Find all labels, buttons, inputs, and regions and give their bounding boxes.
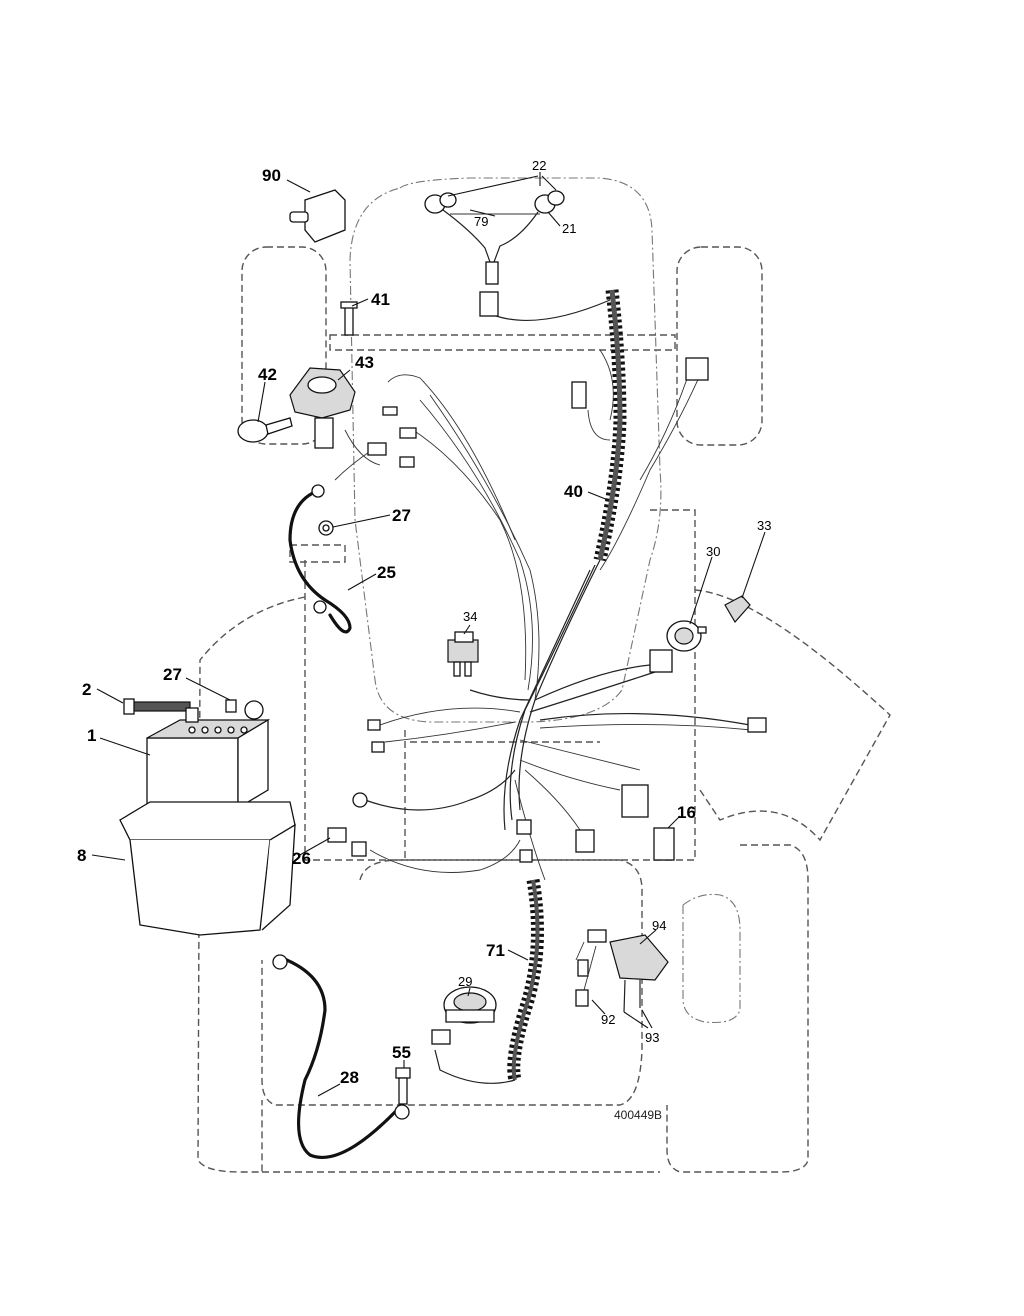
label-29: 29 (458, 974, 472, 989)
part-1-battery (146, 718, 271, 810)
drawing-code: 400449B (614, 1108, 662, 1122)
label-21: 21 (562, 221, 576, 236)
part-30 (666, 620, 707, 652)
part-55 (395, 1067, 411, 1105)
part-33 (724, 595, 751, 624)
ring-terminal (394, 1104, 410, 1120)
part-16 (653, 827, 675, 861)
label-25: 25 (377, 563, 396, 582)
headlight-harness (424, 190, 611, 321)
label-8: 8 (77, 846, 86, 865)
cable-28 (280, 956, 397, 1160)
label-92: 92 (601, 1012, 615, 1027)
part-41 (340, 301, 358, 336)
ring-terminal (311, 484, 325, 498)
part-8-tray (119, 801, 296, 936)
part-94 (575, 929, 669, 1013)
part-29 (443, 986, 497, 1024)
cable-25 (288, 488, 352, 634)
label-27-upper: 27 (392, 506, 411, 525)
part-43 (289, 367, 356, 449)
part-26 (327, 827, 347, 843)
label-93: 93 (645, 1030, 659, 1045)
part-90 (289, 189, 346, 243)
ring-terminal (352, 792, 368, 808)
label-28: 28 (340, 1068, 359, 1087)
label-90: 90 (262, 166, 281, 185)
label-1: 1 (87, 726, 96, 745)
main-harness-wires (334, 349, 753, 881)
label-16: 16 (677, 803, 696, 822)
label-42: 42 (258, 365, 277, 384)
label-30: 30 (706, 544, 720, 559)
connectors (351, 357, 767, 1045)
label-26: 26 (292, 849, 311, 868)
label-22: 22 (532, 158, 546, 173)
label-55: 55 (392, 1043, 411, 1062)
part-42 (237, 417, 293, 443)
label-71: 71 (486, 941, 505, 960)
label-34: 34 (463, 609, 477, 624)
callout-labels: 90 22 79 21 41 43 42 27 25 40 33 30 34 2… (77, 158, 771, 1122)
label-43: 43 (355, 353, 374, 372)
ring-terminal (313, 600, 327, 614)
harness-loom-40 (593, 289, 627, 562)
part-2-bolt (123, 698, 191, 715)
label-40: 40 (564, 482, 583, 501)
label-41: 41 (371, 290, 390, 309)
label-94: 94 (652, 918, 666, 933)
label-2: 2 (82, 680, 91, 699)
ring-terminal (272, 954, 288, 970)
harness-loom-71 (434, 878, 544, 1084)
label-79: 79 (474, 214, 488, 229)
part-27-battery-nut (185, 699, 264, 723)
part-27-nut (318, 520, 334, 536)
leader-lines (91, 172, 766, 1097)
tractor-outline (197, 177, 891, 1173)
label-27-battery: 27 (163, 665, 182, 684)
label-33: 33 (757, 518, 771, 533)
part-34 (447, 631, 479, 677)
